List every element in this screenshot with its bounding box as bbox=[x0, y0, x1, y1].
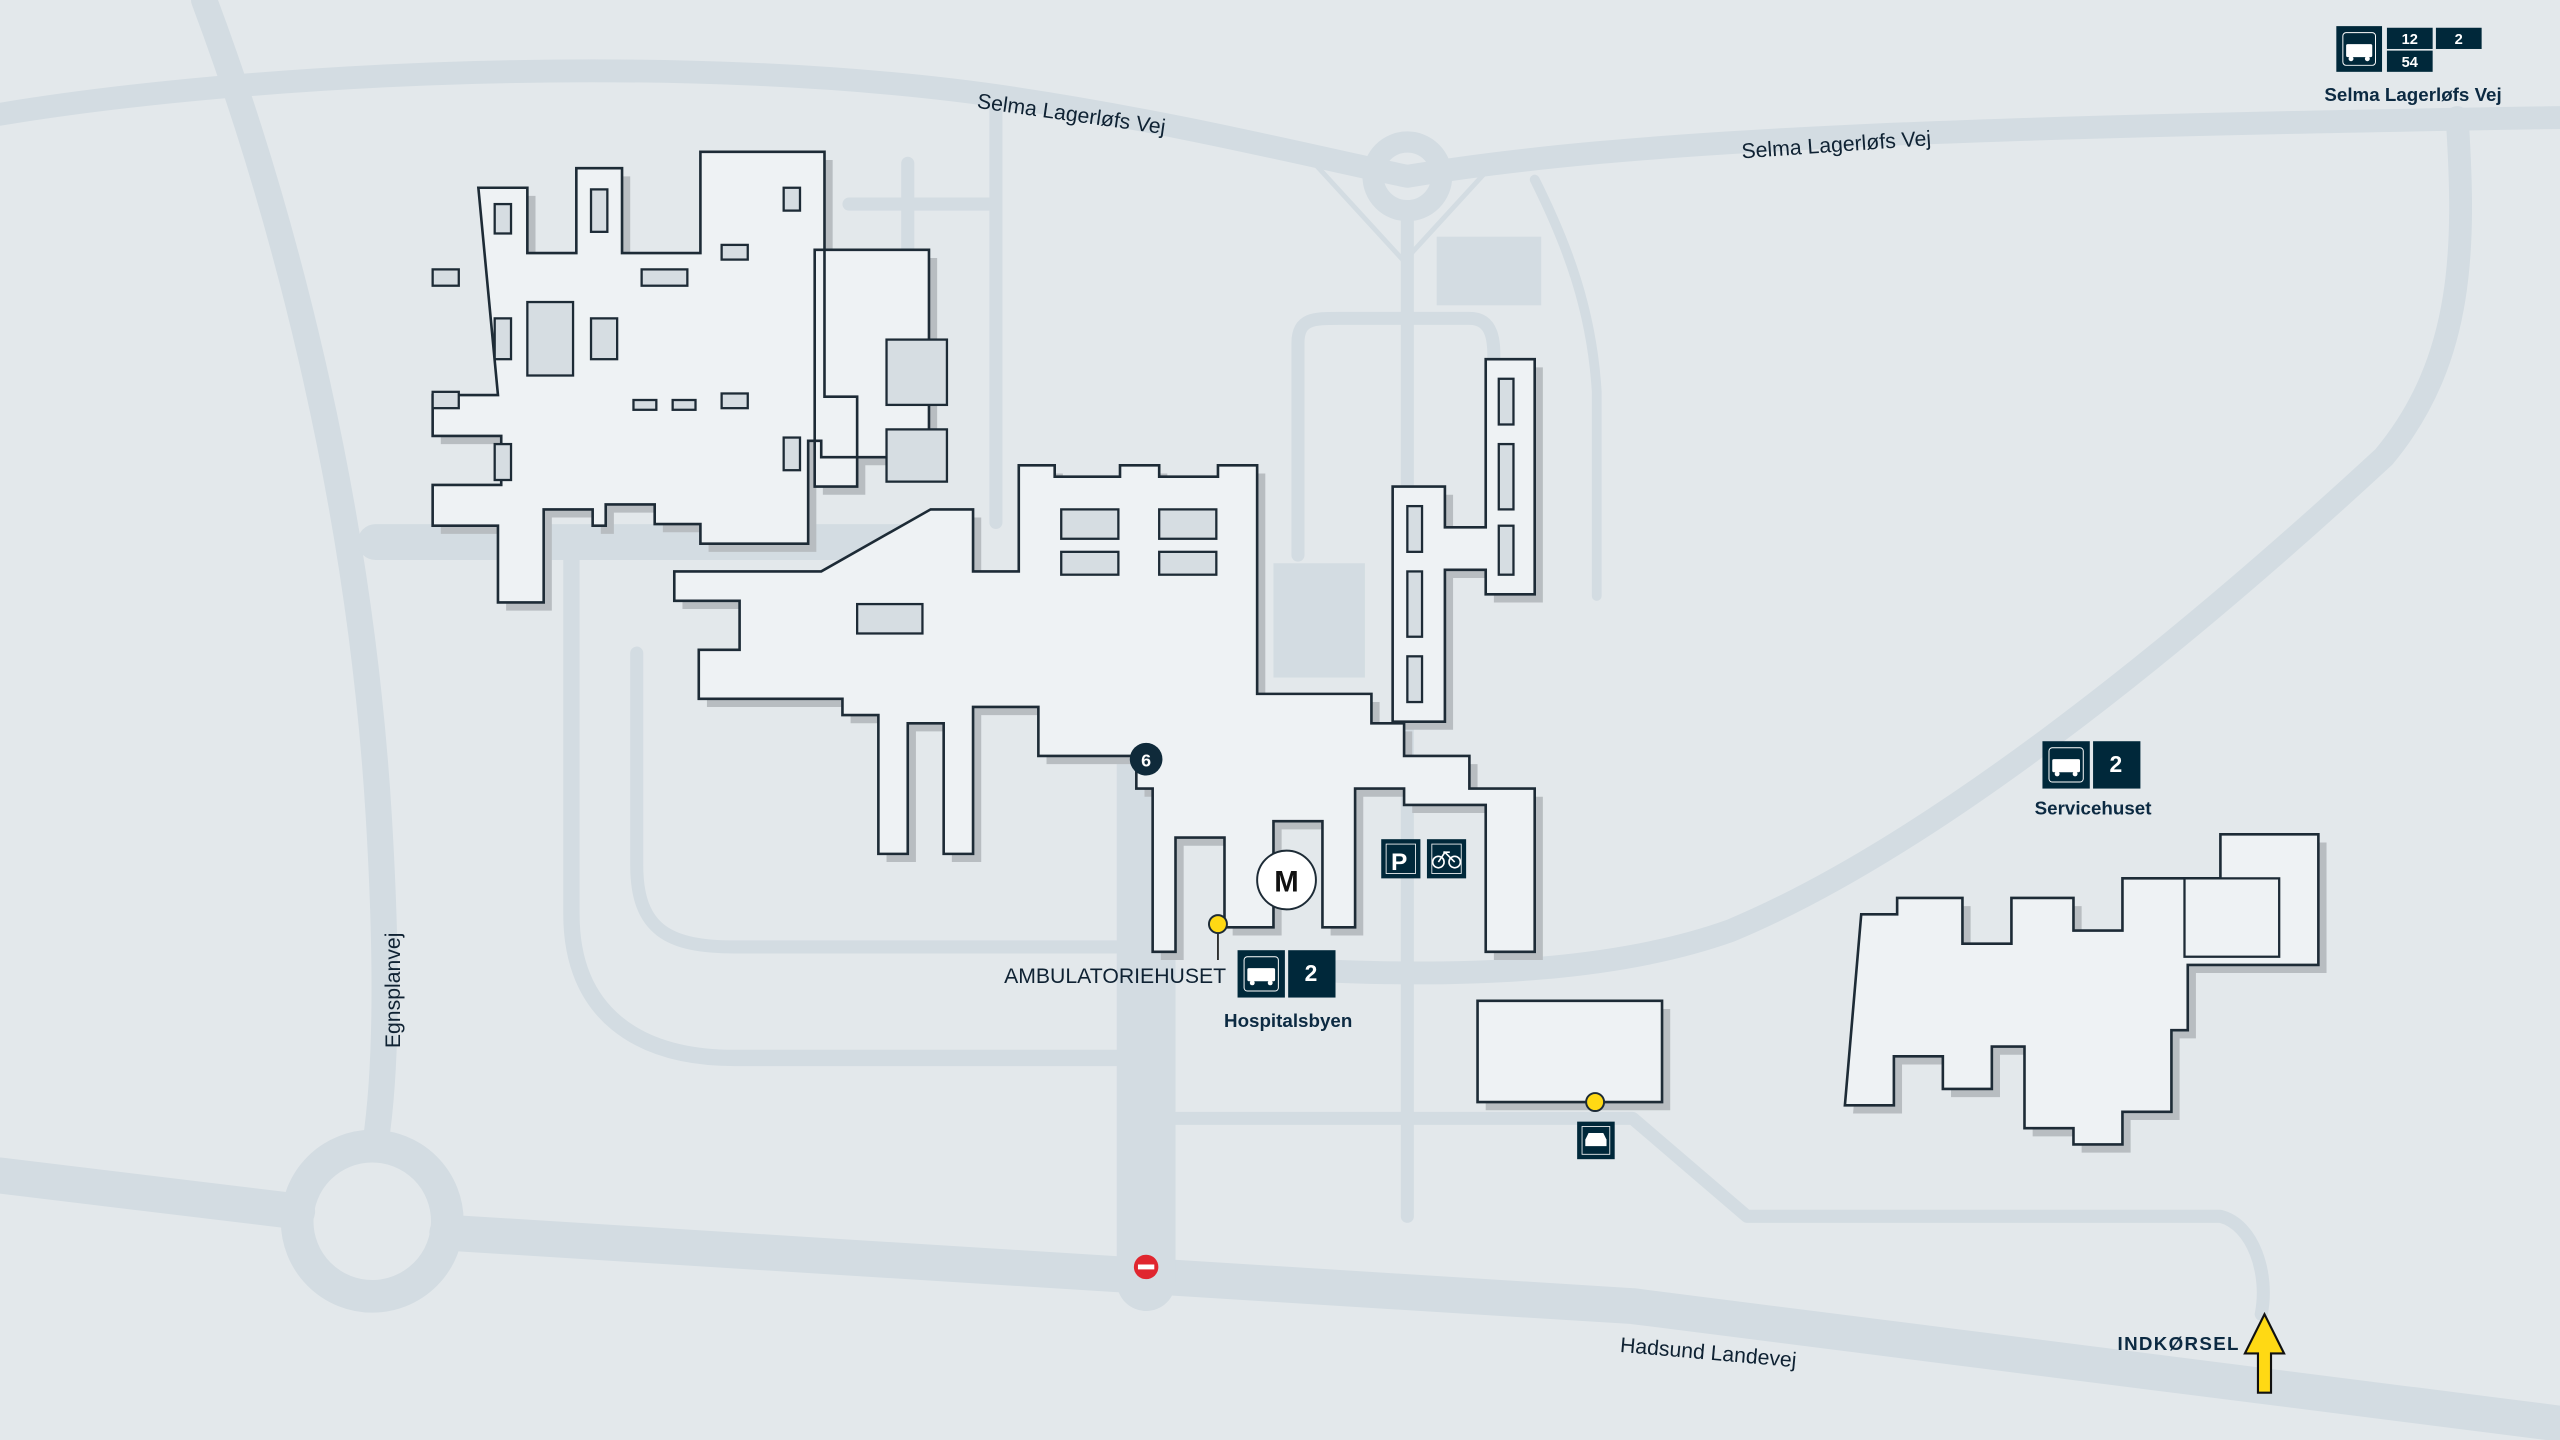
no-entry-icon bbox=[1133, 1254, 1159, 1280]
bus-stop-label: Hospitalsbyen bbox=[1224, 1010, 1352, 1031]
bus-icon bbox=[2342, 32, 2376, 66]
svg-text:6: 6 bbox=[1141, 751, 1151, 771]
road-south-internal bbox=[1168, 1111, 2270, 1321]
bus-stop-label: Servicehuset bbox=[2035, 798, 2153, 819]
bus-route-12: 12 bbox=[2402, 32, 2418, 48]
bus-route-54: 54 bbox=[2402, 55, 2419, 71]
bus-icon bbox=[2048, 747, 2084, 783]
parking-lot-central bbox=[1273, 563, 1365, 678]
road-hadsund-landevej bbox=[0, 1157, 2560, 1440]
parking-accessible-icon[interactable]: P bbox=[1381, 839, 1421, 879]
buildings bbox=[431, 150, 2327, 1153]
entrance-number-6[interactable]: 6 bbox=[1129, 742, 1163, 776]
building-central bbox=[672, 464, 1536, 954]
svg-text:P: P bbox=[1391, 849, 1407, 876]
entrance-marker-parking-house[interactable] bbox=[1585, 1092, 1606, 1112]
road-inner-loop bbox=[630, 646, 1134, 954]
entrance-label-indkorsel: INDKØRSEL bbox=[2118, 1333, 2240, 1354]
bus-stop-hospitalsbyen[interactable]: 2 Hospitalsbyen bbox=[1224, 950, 1352, 1031]
building-north-west bbox=[431, 150, 931, 604]
car-icon[interactable] bbox=[1577, 1121, 1615, 1160]
bus-icon bbox=[1243, 956, 1279, 992]
bus-stop-selma-lagerlofs-vej[interactable]: 12 2 54 Selma Lagerløfs Vej bbox=[2324, 26, 2502, 105]
bicycle-icon[interactable] bbox=[1426, 839, 1467, 879]
svg-text:M: M bbox=[1274, 865, 1298, 898]
bus-route-2: 2 bbox=[2455, 32, 2463, 48]
road-roundabout-links bbox=[1311, 160, 1497, 264]
road-north-loop bbox=[1291, 311, 1501, 562]
parking-lot-north bbox=[1436, 236, 1542, 306]
entrance-marker-ambulatoriehuset[interactable] bbox=[1208, 914, 1228, 935]
metro-marker[interactable]: M bbox=[1256, 849, 1317, 911]
road-east-ring bbox=[1327, 106, 2473, 985]
bus-stop-servicehuset[interactable]: 2 Servicehuset bbox=[2035, 741, 2153, 819]
building-label-ambulatoriehuset: AMBULATORIEHUSET bbox=[1004, 965, 1226, 988]
building-parking-house bbox=[1476, 999, 1664, 1104]
bus-route-2: 2 bbox=[1305, 960, 1318, 986]
road-egnsplanvej bbox=[191, 0, 398, 1156]
entrance-arrow-icon bbox=[2243, 1311, 2286, 1394]
bus-stop-label: Selma Lagerløfs Vej bbox=[2324, 84, 2501, 105]
street-label-egnsplanvej: Egnsplanvej bbox=[382, 933, 405, 1049]
road-selma-lagerlofs-vej bbox=[0, 59, 2560, 188]
road-east-service bbox=[1529, 174, 1602, 601]
road-west-loop bbox=[563, 546, 1135, 1067]
bus-route-2: 2 bbox=[2110, 751, 2123, 777]
